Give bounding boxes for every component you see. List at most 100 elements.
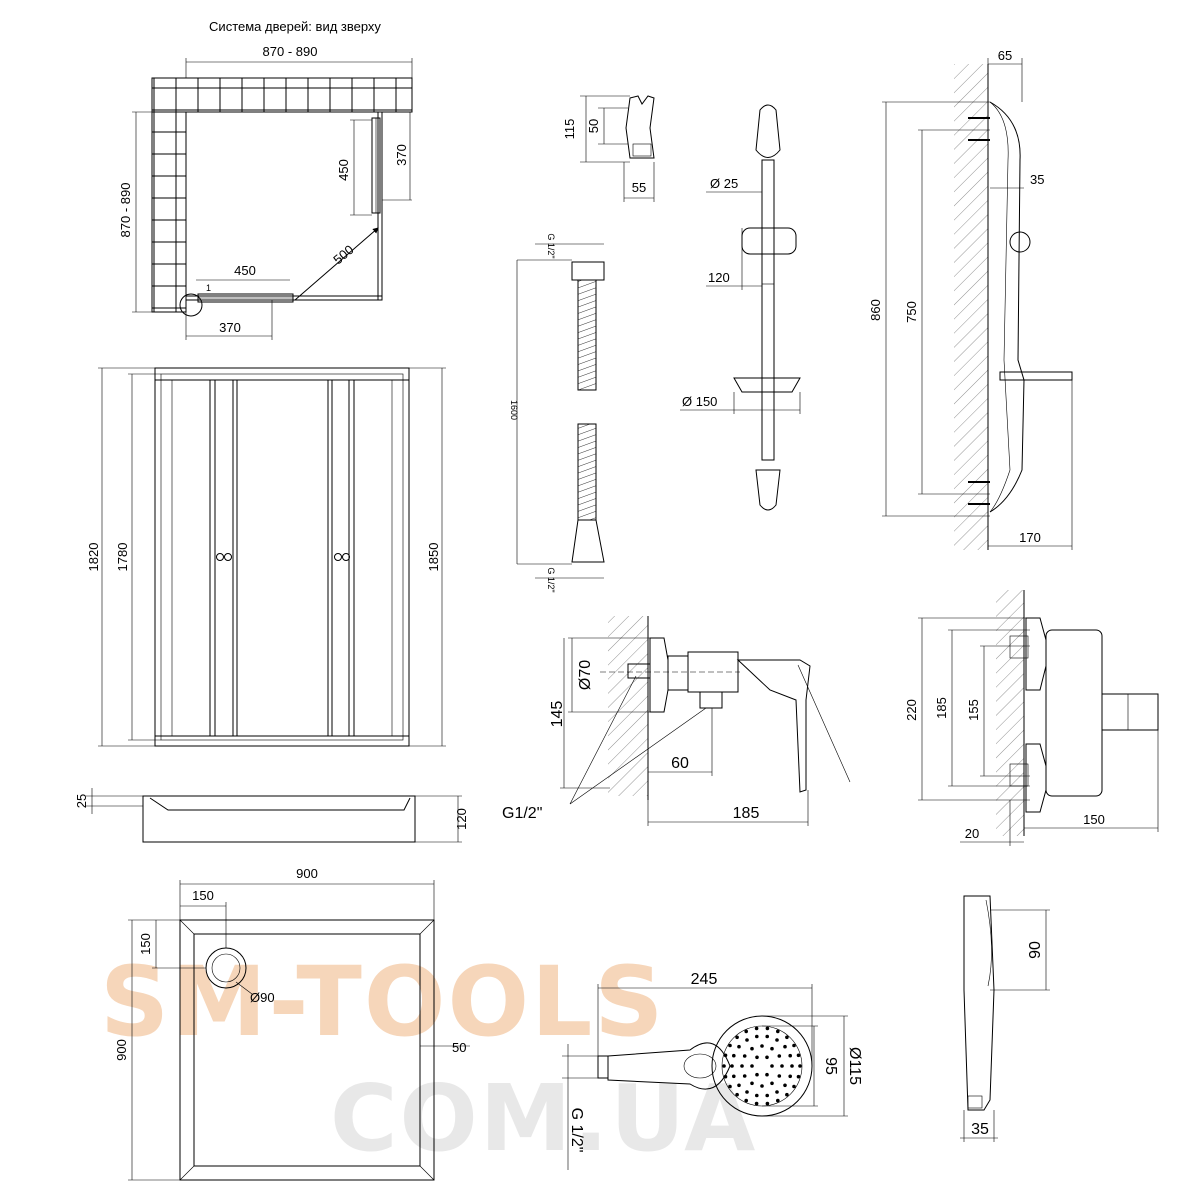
dim-outer-height: 1820 [86, 543, 101, 572]
dim-side-panel: 370 [394, 144, 409, 166]
dim-handshower-thickness: 35 [971, 1121, 989, 1138]
front-frame [154, 367, 410, 747]
nozzle-dot [728, 1084, 732, 1089]
rail-bottom-bracket [755, 469, 781, 511]
mixer-thread: G1/2" [502, 805, 542, 822]
dim-head-d: Ø115 [846, 1047, 863, 1085]
hose-upper [577, 279, 597, 391]
tray-side-body [142, 795, 416, 843]
nozzle-dot [732, 1053, 736, 1058]
rail-slider [741, 227, 797, 255]
mixer-front-body [1045, 629, 1103, 797]
nozzle-dot [735, 1092, 739, 1097]
dim-rail-offset-top: 65 [998, 48, 1012, 63]
nozzle-dot [765, 1034, 769, 1039]
watermark-brand: SM-TOOLS [100, 946, 665, 1058]
nozzle-dot [750, 1081, 754, 1086]
left-wall-bricks [151, 111, 187, 313]
enclosure-outline [186, 111, 383, 301]
dim-front-panel: 370 [219, 320, 241, 335]
dim-mixer-length: 185 [733, 805, 760, 822]
nozzle-dot [770, 1064, 774, 1068]
dim-mixer-depth: 150 [1083, 812, 1105, 827]
nozzle-dot [754, 1101, 759, 1106]
mixer-front-bottom-eccentric [1025, 743, 1047, 813]
nozzle-dot [777, 1074, 782, 1078]
nozzle-dot [755, 1034, 759, 1039]
nozzle-dot [735, 1035, 739, 1040]
tray-side-view: 25 120 [74, 788, 469, 843]
rail-wall-hatch [954, 64, 988, 550]
nozzle-dot [775, 1090, 779, 1094]
corner-detail [179, 293, 203, 317]
hand-shower-front: 245 Ø115 95 G 1/2" [562, 971, 863, 1170]
nozzle-dot [750, 1064, 754, 1068]
nozzle-dot [776, 1098, 780, 1103]
dim-hose-length: 1600 [509, 400, 519, 420]
nozzle-dot [765, 1101, 770, 1106]
nozzle-dot [783, 1044, 787, 1049]
dim-mixer-h1: 220 [904, 699, 919, 721]
enclosure-top-view: 500 1 870 - 890 870 - 890 450 370 450 37… [118, 44, 413, 340]
rail-side-dish [999, 371, 1073, 381]
dim-depth: 870 - 890 [118, 183, 133, 238]
dim-mixer-h2: 185 [934, 697, 949, 719]
label-1: 1 [206, 283, 211, 293]
nozzle-dot [792, 1043, 796, 1048]
dim-inner-height: 1780 [115, 543, 130, 572]
slide-rail-side: 860 750 65 35 170 [868, 48, 1073, 550]
handle-right [334, 553, 342, 561]
nozzle-dot [788, 1053, 792, 1058]
hose-thread-bottom: G 1/2" [546, 567, 556, 592]
nozzle-dot [770, 1046, 774, 1051]
dim-dish-d: Ø 150 [682, 394, 717, 409]
nozzle-dot [765, 1055, 769, 1060]
mixer-handle [736, 659, 811, 793]
nozzle-dot [745, 1090, 749, 1094]
hose-bottom-cone [571, 519, 605, 563]
top-wall-bricks [151, 77, 413, 113]
nozzle-dot [790, 1064, 794, 1068]
dim-mixer-height: 145 [549, 701, 566, 728]
mixer-front-knob [1102, 693, 1159, 731]
handshower-handle [607, 1042, 731, 1090]
dim-total-height: 1850 [426, 543, 441, 572]
nozzle-dot [745, 1038, 749, 1042]
nozzle-dot [792, 1084, 796, 1089]
dim-drain-y: 150 [138, 933, 153, 955]
nozzle-dot [783, 1083, 787, 1088]
hose-lower [577, 423, 597, 521]
nozzle-dot [765, 1072, 769, 1077]
holder-body [625, 95, 655, 159]
dim-mixer-gap: 20 [965, 826, 979, 841]
nozzle-dot [742, 1074, 747, 1078]
handshower-nozzles [722, 1026, 802, 1106]
dim-drain-d: Ø90 [250, 990, 275, 1005]
dim-rail-inner: 750 [904, 301, 919, 323]
mixer-front-top-eccentric [1025, 617, 1047, 691]
wall-holder: 115 50 55 [562, 95, 655, 202]
dim-flange-d: Ø70 [577, 660, 594, 690]
hose-top-nut [571, 261, 605, 281]
handle-left [216, 553, 224, 561]
nozzle-dot [785, 1092, 789, 1097]
nozzle-dot [760, 1084, 764, 1088]
nozzle-dot [796, 1053, 801, 1058]
mixer-wall-hatch [608, 616, 648, 796]
nozzle-dot [777, 1054, 782, 1058]
nozzle-dot [728, 1043, 732, 1048]
dim-mixer-h3: 155 [966, 699, 981, 721]
handshower-thread-label: G 1/2" [568, 1108, 585, 1153]
dim-face-d: 95 [822, 1057, 839, 1075]
nozzle-dot [744, 1029, 748, 1034]
nozzle-dot [742, 1054, 747, 1058]
nozzle-dot [744, 1098, 748, 1103]
hose-thread-top: G 1/2" [546, 233, 556, 258]
dim-door-opening: 450 [336, 159, 351, 181]
nozzle-dot [780, 1064, 784, 1068]
dim-holder-width: 55 [632, 180, 646, 195]
mixer-flange [649, 637, 669, 713]
dim-diagonal: 500 [330, 242, 356, 267]
handshower-side-body [963, 895, 995, 1111]
